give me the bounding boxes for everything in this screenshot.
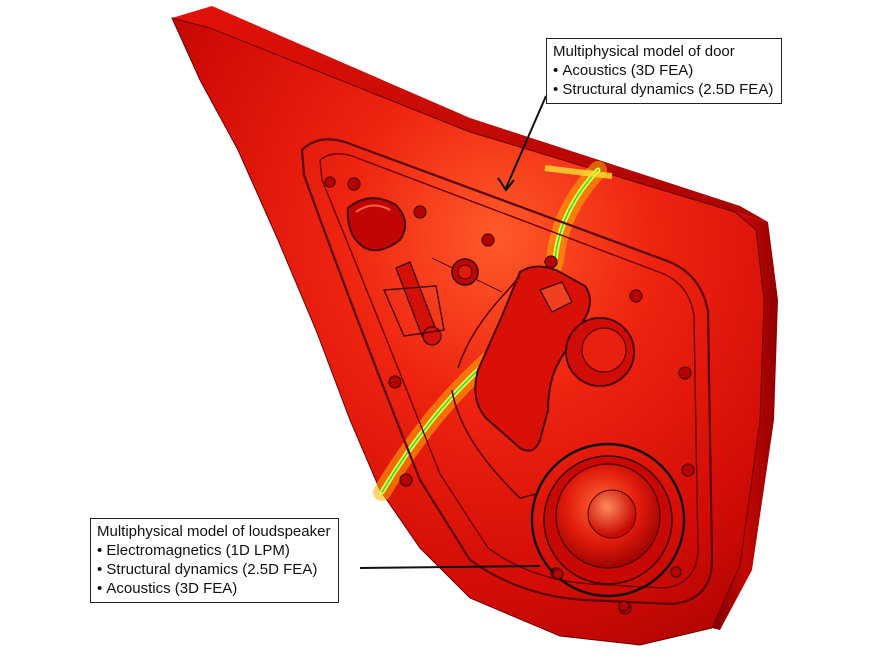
- stress-band-top: [544, 165, 613, 179]
- speaker-callout-title: Multiphysical model of loudspeaker: [97, 523, 331, 540]
- door-callout-item: Acoustics (3D FEA): [553, 61, 773, 80]
- door-model-callout: Multiphysical model of door Acoustics (3…: [546, 38, 783, 104]
- door-right-edge: [712, 212, 778, 630]
- door-callout-item: Structural dynamics (2.5D FEA): [553, 80, 773, 99]
- trim-outline-inner: [319, 153, 699, 589]
- speaker-boss: [451, 258, 479, 286]
- square-pocket: [539, 281, 573, 313]
- speaker-callout-item: Acoustics (3D FEA): [97, 579, 330, 598]
- round-boss: [565, 317, 635, 387]
- door-top-flange: [172, 6, 768, 222]
- handle-recess: [346, 197, 407, 252]
- callout-leaders: [359, 95, 547, 569]
- loudspeaker: [530, 442, 686, 612]
- door-callout-title: Multiphysical model of door: [553, 43, 735, 60]
- speaker-callout-item: Electromagnetics (1D LPM): [97, 541, 330, 560]
- trim-outline-outer: [300, 138, 714, 606]
- lock-mechanism: [383, 257, 503, 346]
- armrest-recess: [474, 265, 591, 452]
- loudspeaker-model-callout: Multiphysical model of loudspeaker Elect…: [90, 518, 340, 603]
- speaker-callout-item: Structural dynamics (2.5D FEA): [97, 560, 330, 579]
